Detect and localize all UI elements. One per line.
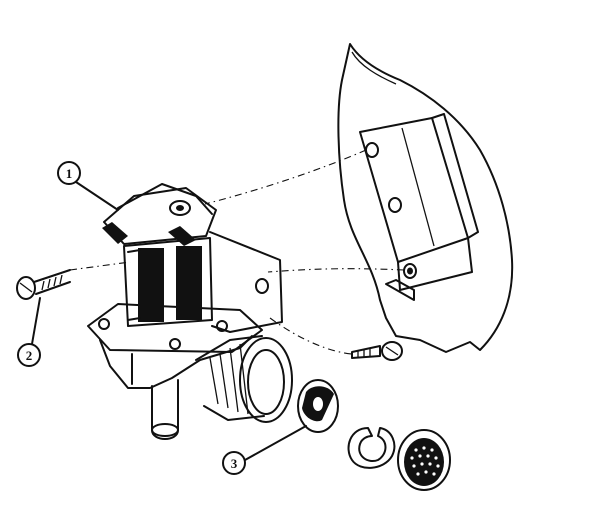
cabinet-panel xyxy=(337,43,514,353)
screw-left xyxy=(16,269,71,300)
mounting-bracket xyxy=(359,113,479,301)
alignment-lines xyxy=(69,149,405,355)
callout-label-3: 3 xyxy=(231,456,238,471)
callout-label-2: 2 xyxy=(26,348,33,363)
callout-1: 1 xyxy=(57,161,119,211)
retaining-ring xyxy=(347,427,396,469)
screw-right xyxy=(351,341,403,361)
inlet-screen xyxy=(397,429,451,491)
callout-2: 2 xyxy=(17,297,41,367)
coil-winding xyxy=(127,246,202,322)
callout-label-1: 1 xyxy=(66,166,73,181)
callout-3: 3 xyxy=(222,425,307,475)
solenoid-valve xyxy=(87,183,293,440)
flow-washer xyxy=(297,379,339,433)
